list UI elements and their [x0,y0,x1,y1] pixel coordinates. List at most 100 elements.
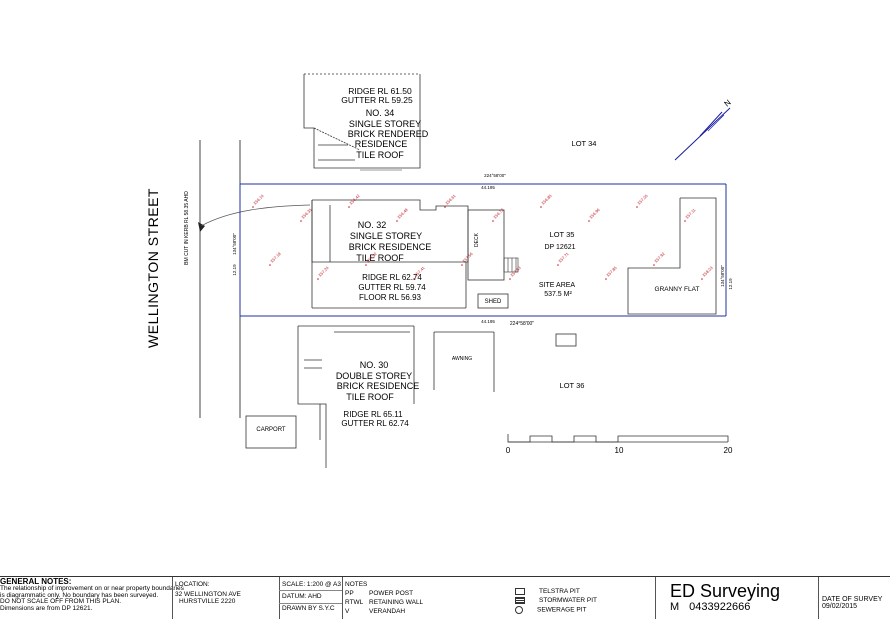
abbrev-code-pp: PP [345,590,354,597]
location-line-2: HURSTVILLE 2220 [179,598,236,605]
spot-level-marker [588,220,590,222]
no34-storey: SINGLE STOREY [349,119,421,129]
no30-number: NO. 30 [360,360,389,370]
spot-level-marker [636,206,638,208]
lot35-label: LOT 35 [550,230,575,239]
scale-label-20: 20 [724,446,733,455]
abbrev-code-rtwl: RTWL [345,599,364,606]
company-block: ED Surveying M 0433922666 [670,581,815,619]
street-name: WELLINGTON STREET [145,188,161,348]
no30-material: BRICK RESIDENCE [337,381,420,391]
spot-level-marker [701,278,703,280]
location-block: LOCATION: 32 WELLINGTON AVE HURSTVILLE 2… [175,581,275,619]
abbrev-code-v: V [345,608,350,615]
spot-level-marker [317,278,319,280]
legend-stormwater: STORMWATER PIT [539,597,598,605]
drawing-info-block: SCALE: 1:200 @ A3 DATUM: AHD DRAWN BY S.… [282,581,342,619]
date-block: DATE OF SURVEY 09/02/2015 [822,596,890,619]
spot-level-marker [684,220,686,222]
spot-level-marker [653,264,655,266]
spot-level: X57.24 [317,265,330,278]
stormwater-pit-icon [515,597,525,605]
abbrev-desc-rtwl: RETAINING WALL [369,599,424,606]
house-no34 [303,73,421,171]
site-area-value: 537.5 M² [544,291,572,298]
spot-level: X57.71 [557,251,570,264]
north-arrow-fin [699,111,723,137]
dim-bottom: 44.195 [481,319,495,324]
house-no32 [311,199,469,309]
site-area-title: SITE AREA [539,282,576,289]
no32-floor: FLOOR RL 56.93 [359,293,422,302]
dim-rear: 12.19 [728,278,733,290]
carport-label: CARPORT [256,427,286,433]
lot34-label: LOT 34 [572,139,597,148]
spot-level-marker [509,278,511,280]
bm-note: BM CUT IN KERB RL 58.35 AHD [184,191,190,265]
shed-outline [477,293,509,309]
no34-ridge: RIDGE RL 61.50 [348,86,412,96]
phone-number: 0433922666 [689,601,751,613]
location-label: LOCATION: [175,581,210,588]
general-notes-block: GENERAL NOTES: The relationship of impro… [0,577,184,619]
north-label: N [723,98,733,109]
granny-flat-label: GRANNY FLAT [655,286,700,293]
general-note-1: The relationship of improvement on or ne… [0,585,184,592]
dim-top: 44.195 [481,185,495,190]
location-line-1: 32 WELLINGTON AVE [175,591,241,598]
no34-number: NO. 34 [366,108,395,118]
spot-level: X58.03 [701,265,714,278]
abbrev-desc-v: VERANDAH [369,608,406,615]
spot-level: X57.85 [605,265,618,278]
general-notes-title: GENERAL NOTES: [0,577,72,586]
spot-level: X56.85 [540,193,553,206]
spot-level-marker [365,264,367,266]
spot-level-marker [413,278,415,280]
company-name: ED Surveying [670,581,781,601]
no30-ridge: RIDGE RL 65.11 [343,410,403,419]
spot-level: X56.72 [492,207,505,220]
general-note-2: is diagrammatic only. No boundary has be… [0,591,159,599]
spot-level-marker [557,264,559,266]
no32-gutter: GUTTER RL 59.74 [358,283,426,292]
no30-roof: TILE ROOF [346,392,394,402]
spot-level: X56.14 [252,193,265,206]
spot-level: X56.42 [348,193,361,206]
mobile-label: M [670,601,680,613]
shed-label: SHED [485,299,502,305]
lot36-structure [555,333,577,347]
spot-level: X56.96 [588,207,601,220]
deck-label: DECK [474,232,480,247]
general-note-3: DO NOT SCALE OFF FROM THIS PLAN. [0,598,122,605]
spot-level-marker [300,220,302,222]
spot-level: X57.05 [636,193,649,206]
spot-level: X57.63 [509,265,522,278]
no34-roof: TILE ROOF [356,150,404,160]
spot-level-marker [269,264,271,266]
lot36-label: LOT 36 [560,381,585,390]
house-no30 [297,325,495,468]
survey-date: 09/02/2015 [822,603,858,610]
spot-level: X57.11 [684,207,697,220]
scale-label-0: 0 [506,446,511,455]
spot-level-marker [461,264,463,266]
drawn-by-text: DRAWN BY S.Y.C [282,605,335,612]
spot-level-marker [605,278,607,280]
no30-storey: DOUBLE STOREY [336,371,412,381]
bearing-bottom: 224°58'00" [510,321,534,327]
scale-label-10: 10 [615,446,624,455]
general-note-4: Dimensions are from DP 12621. [0,604,93,612]
no30-gutter: GUTTER RL 62.74 [341,419,409,428]
north-arrow-fin-2 [707,114,725,132]
site-plan-drawing: WELLINGTON STREET BM CUT IN KERB RL 58.3… [145,73,733,468]
carport-outline [245,415,297,449]
datum-text: DATUM: AHD [282,593,322,600]
scale-bar [507,434,729,443]
no32-number: NO. 32 [358,220,387,230]
bench-mark-icon [198,222,205,232]
title-block: GENERAL NOTES: The relationship of impro… [0,576,890,619]
legend-sewerage: SEWERAGE PIT [537,607,587,615]
deck-stairs [503,257,519,273]
spot-level: X57.92 [653,251,666,264]
bearing-front: 134°58'00" [232,233,237,255]
